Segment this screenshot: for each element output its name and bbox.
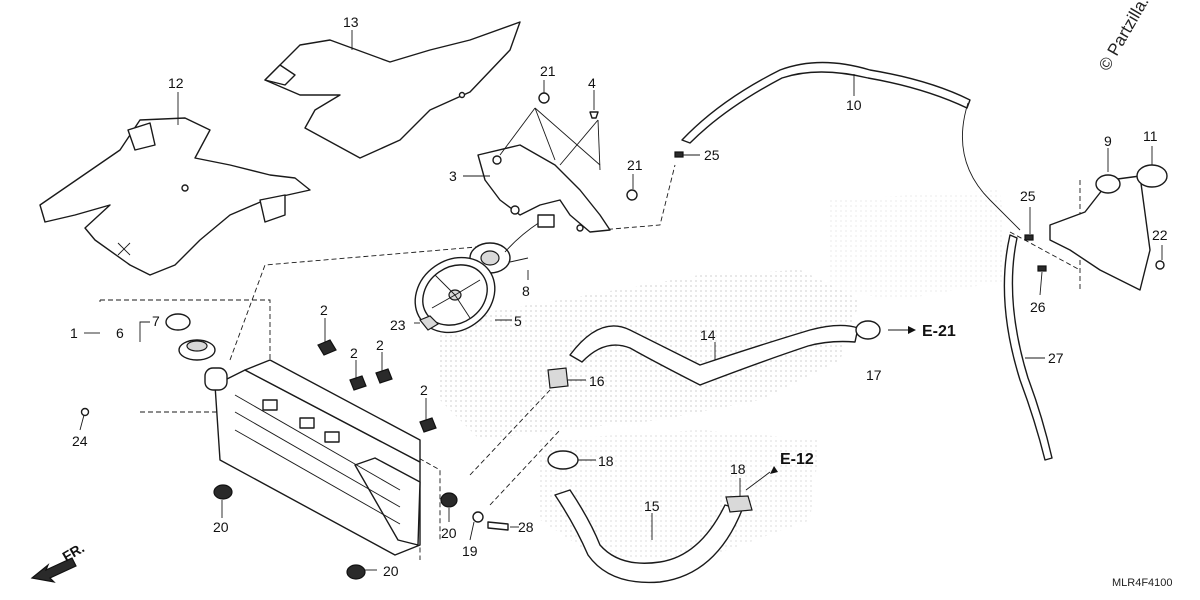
part-16-clamp[interactable] xyxy=(547,367,569,389)
front-direction-arrow-icon xyxy=(30,557,77,583)
callout-14: 14 xyxy=(700,327,716,343)
callout-21: 21 xyxy=(540,63,556,79)
callout-3: 3 xyxy=(449,168,457,184)
part-6-radiator-cap[interactable] xyxy=(178,339,216,361)
part-5-fan[interactable] xyxy=(401,242,510,348)
watermark: © Partzilla.com xyxy=(1095,0,1169,74)
part-15-hose[interactable] xyxy=(554,489,743,584)
callout-19: 19 xyxy=(462,543,478,559)
part-7-o-ring[interactable] xyxy=(165,313,191,331)
callout-18: 18 xyxy=(730,461,746,477)
diagram-code: MLR4F4100 xyxy=(1112,577,1173,589)
part-3-fan-shroud[interactable] xyxy=(477,144,611,233)
callout-22: 22 xyxy=(1152,227,1168,243)
part-14-hose[interactable] xyxy=(569,324,859,386)
part-13-upper-guard[interactable] xyxy=(264,21,521,159)
part-27-drain-hose[interactable] xyxy=(1003,234,1053,461)
callout-4: 4 xyxy=(588,75,596,91)
part-18-clamps[interactable] xyxy=(547,450,753,513)
callout-1: 1 xyxy=(70,325,78,341)
callout-25: 25 xyxy=(1020,188,1036,204)
callout-10: 10 xyxy=(846,97,862,113)
callout-20: 20 xyxy=(383,563,399,579)
part-12-heat-guard[interactable] xyxy=(39,117,311,276)
part-25-26-clips[interactable] xyxy=(674,151,1047,272)
callout-2: 2 xyxy=(376,337,384,353)
part-10-overflow-hose[interactable] xyxy=(681,61,1021,231)
callout-20: 20 xyxy=(213,519,229,535)
part-11-tank-cap[interactable] xyxy=(1136,164,1168,188)
front-arrow-label: FR. xyxy=(60,539,88,564)
ref-e12-label: E-12 xyxy=(780,451,814,468)
part-2-clips[interactable] xyxy=(317,339,437,433)
callout-17: 17 xyxy=(866,367,882,383)
callout-2: 2 xyxy=(320,302,328,318)
callout-2: 2 xyxy=(350,345,358,361)
callout-24: 24 xyxy=(72,433,88,449)
callout-28: 28 xyxy=(518,519,534,535)
callout-27: 27 xyxy=(1048,350,1064,366)
callout-6: 6 xyxy=(116,325,124,341)
callout-8: 8 xyxy=(522,283,530,299)
part-1-radiator[interactable] xyxy=(204,359,421,556)
callout-16: 16 xyxy=(589,373,605,389)
callout-21: 21 xyxy=(627,157,643,173)
ref-e21-label: E-21 xyxy=(922,323,956,340)
callout-23: 23 xyxy=(390,317,406,333)
callout-leaders xyxy=(79,30,1163,571)
callout-12: 12 xyxy=(168,75,184,91)
part-23-nut[interactable] xyxy=(419,315,439,331)
callout-2: 2 xyxy=(420,382,428,398)
callout-5: 5 xyxy=(514,313,522,329)
callout-25: 25 xyxy=(704,147,720,163)
reference-arrows: E-21 E-12 xyxy=(770,323,956,474)
callout-7: 7 xyxy=(152,313,160,329)
callout-26: 26 xyxy=(1030,299,1046,315)
callout-20: 20 xyxy=(441,525,457,541)
callout-9: 9 xyxy=(1104,133,1112,149)
part-9-reserve-tank[interactable] xyxy=(1049,174,1151,291)
part-17-clamp[interactable] xyxy=(855,320,881,340)
callout-15: 15 xyxy=(644,498,660,514)
part-20-grommets[interactable] xyxy=(213,484,458,580)
callout-labels: 1 2 2 2 2 3 4 5 6 7 8 9 10 11 12 13 14 1… xyxy=(70,14,1168,579)
callout-18: 18 xyxy=(598,453,614,469)
callout-11: 11 xyxy=(1143,128,1158,144)
callout-13: 13 xyxy=(343,14,359,30)
